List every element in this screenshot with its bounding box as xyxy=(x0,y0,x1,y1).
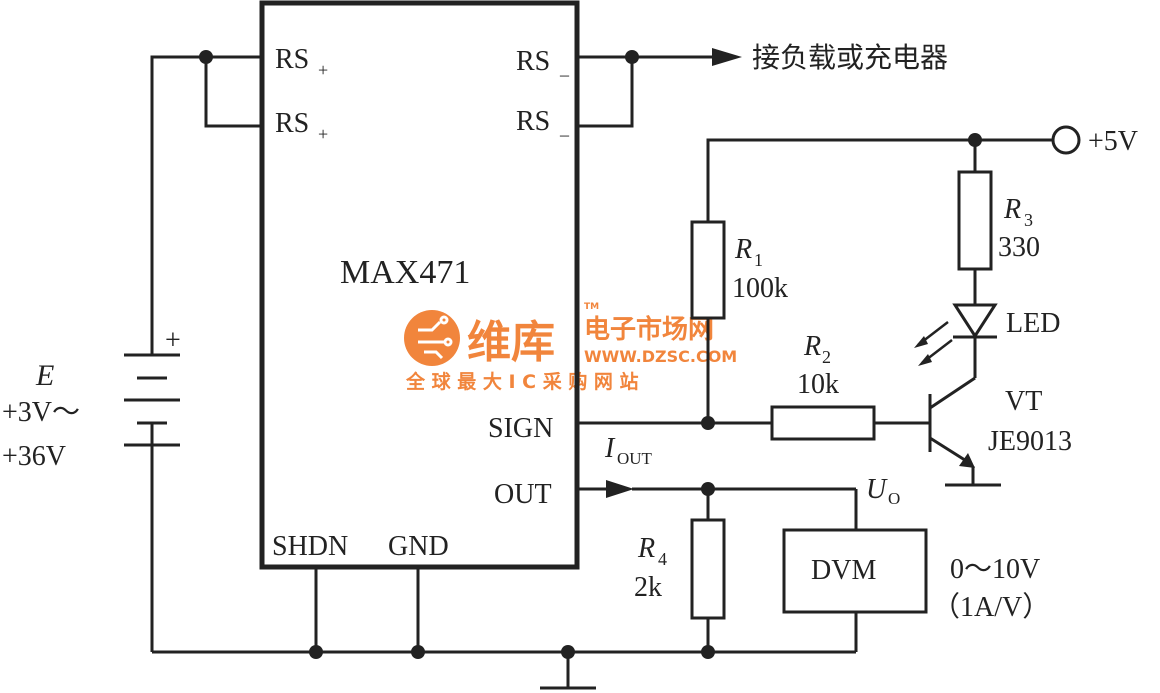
battery-range-1: +3V～ xyxy=(2,397,80,428)
r4-sub: 4 xyxy=(658,549,667,569)
r3-value: 330 xyxy=(998,232,1040,263)
r3-sub: 3 xyxy=(1024,210,1033,230)
watermark-url: WWW.DZSC.COM xyxy=(584,347,737,366)
watermark-brand: 维库 xyxy=(467,317,555,368)
transistor-part: JE9013 xyxy=(988,426,1072,457)
watermark-logo-icon xyxy=(404,310,460,366)
battery-name: E xyxy=(35,359,54,392)
pin-sign: SIGN xyxy=(488,413,553,444)
iout-sub: OUT xyxy=(617,449,653,468)
supply-terminal-icon xyxy=(1051,125,1081,155)
r2-sub: 2 xyxy=(822,347,831,367)
led-label: LED xyxy=(1006,308,1060,339)
pin-rs-minus-1: RS xyxy=(516,46,550,77)
iout-arrow-icon xyxy=(606,480,634,498)
resistor-r4 xyxy=(690,518,726,620)
supply-label: +5V xyxy=(1088,126,1138,157)
watermark-tm: TM xyxy=(584,302,599,312)
r4-name: R xyxy=(637,533,655,564)
resistor-r1 xyxy=(690,220,726,320)
dvm-range: 0～10V xyxy=(950,554,1040,585)
pin-rs-minus-2: RS xyxy=(516,106,550,137)
dvm-label: DVM xyxy=(811,555,876,586)
battery-polarity: + xyxy=(165,325,181,356)
sign-wiring xyxy=(577,416,930,430)
supply-rail xyxy=(706,125,1081,222)
battery-e xyxy=(124,353,180,652)
watermark: 维库 电子市场网 WWW.DZSC.COM TM 全 球 最 大 I C 采 购… xyxy=(404,302,737,393)
r1-sub: 1 xyxy=(754,250,763,270)
watermark-slogan: 全 球 最 大 I C 采 购 网 站 xyxy=(405,370,639,393)
pin-shdn: SHDN xyxy=(272,531,348,562)
rs-minus-wiring xyxy=(577,48,742,128)
pin-rs-plus-1: RS xyxy=(275,44,309,75)
iout-name: I xyxy=(604,433,616,464)
pin-out: OUT xyxy=(494,479,552,510)
chip-name: MAX471 xyxy=(340,254,470,291)
pin-rs-minus-1-sub: _ xyxy=(559,58,570,78)
r2-name: R xyxy=(803,331,821,362)
ground-bus xyxy=(152,567,856,690)
r2-value: 10k xyxy=(797,369,839,400)
pin-gnd: GND xyxy=(388,531,449,562)
resistor-r3 xyxy=(957,170,993,271)
load-label: 接负载或充电器 xyxy=(752,41,948,74)
pin-rs-plus-1-sub: + xyxy=(318,60,328,80)
pin-rs-minus-2-sub: _ xyxy=(559,118,570,138)
battery-range-2: +36V xyxy=(2,441,66,472)
uo-sub: O xyxy=(888,489,900,508)
transistor-name: VT xyxy=(1005,386,1042,417)
pin-rs-plus-2: RS xyxy=(275,108,309,139)
dvm-scale: （1A/V） xyxy=(932,591,1050,623)
led-diode-icon xyxy=(914,303,998,378)
uo-name: U xyxy=(866,474,888,505)
rs-plus-wiring xyxy=(150,50,262,355)
r1-value: 100k xyxy=(732,273,788,304)
load-arrow-icon xyxy=(712,48,742,66)
r1-name: R xyxy=(734,234,752,265)
r3-name: R xyxy=(1003,194,1021,225)
pin-rs-plus-2-sub: + xyxy=(318,124,328,144)
transistor-vt-icon xyxy=(928,376,1001,487)
resistor-r2 xyxy=(770,405,876,441)
out-wiring xyxy=(577,480,858,530)
r4-value: 2k xyxy=(634,572,662,603)
